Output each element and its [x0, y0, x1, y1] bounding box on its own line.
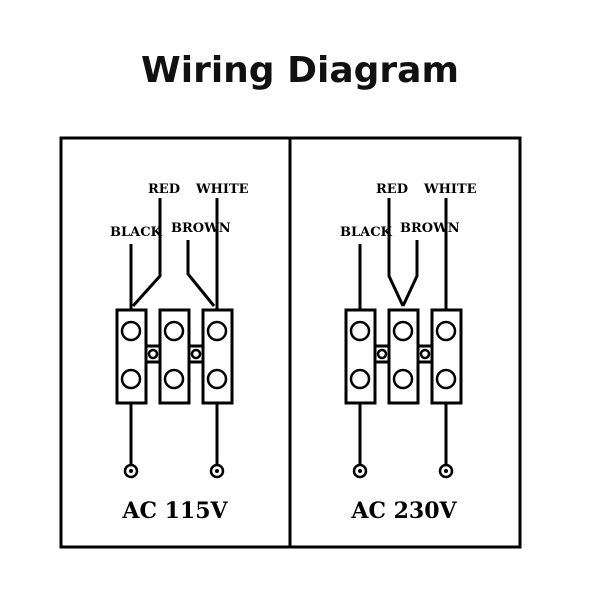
wire-label-brown: BROWN [400, 221, 460, 236]
panel-115v: RED WHITE BLACK BROWN [110, 182, 249, 524]
bridge-screw [147, 348, 159, 360]
terminal-screw [435, 320, 457, 342]
bridge-screw [419, 348, 431, 360]
wire-label-red: RED [376, 182, 408, 197]
terminal-screw [349, 368, 371, 390]
supply-terminal-dot [129, 469, 133, 473]
supply-terminal-dot [215, 469, 219, 473]
bridge-screw [190, 348, 202, 360]
wire-label-white: WHITE [195, 182, 249, 197]
wire-label-red: RED [148, 182, 180, 197]
wire-label-black: BLACK [110, 225, 163, 240]
terminal-screw [349, 320, 371, 342]
terminal-screw [120, 320, 142, 342]
terminal-screw [392, 368, 414, 390]
wire-brown [186, 240, 216, 307]
supply-terminal-dot [444, 469, 448, 473]
page-title: Wiring Diagram [141, 50, 459, 91]
terminal-screw [206, 320, 228, 342]
wire-red [131, 198, 162, 308]
voltage-label-230v: AC 230V [350, 498, 457, 524]
terminal-screw [163, 320, 185, 342]
bridge-screw [376, 348, 388, 360]
terminal-screw [206, 368, 228, 390]
terminal-screw [392, 320, 414, 342]
wire-red [387, 198, 405, 307]
wire-label-brown: BROWN [171, 221, 231, 236]
voltage-label-115v: AC 115V [121, 498, 228, 524]
terminal-screw [163, 368, 185, 390]
terminal-screw [120, 368, 142, 390]
wire-label-white: WHITE [423, 182, 477, 197]
terminal-screw [435, 368, 457, 390]
panel-230v: RED WHITE BLACK BROWN [340, 182, 477, 524]
supply-terminal-dot [358, 469, 362, 473]
wire-label-black: BLACK [340, 225, 393, 240]
wire-brown [401, 240, 419, 307]
